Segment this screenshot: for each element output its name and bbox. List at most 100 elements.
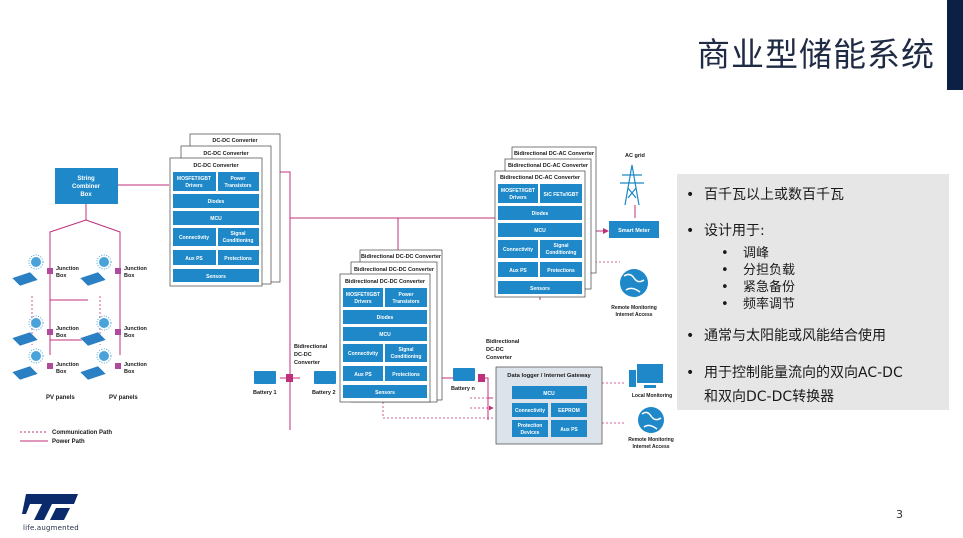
string-combiner-label-2: Combiner (72, 184, 101, 190)
junction-box-label: Junction (56, 362, 80, 368)
svg-text:DC-DC: DC-DC (294, 352, 312, 358)
ac-grid-label: AC grid (625, 153, 645, 159)
svg-text:Protections: Protections (224, 256, 252, 262)
battery-icon (453, 368, 475, 381)
svg-text:EEPROM: EEPROM (558, 408, 580, 414)
bidirectional-labels: Bidirectional DC-DC Converter Bidirectio… (294, 339, 520, 366)
svg-text:Sensors: Sensors (530, 286, 550, 292)
junction-box-label: Box (56, 369, 67, 375)
svg-text:Connectivity: Connectivity (515, 408, 545, 414)
junction-box-icon (115, 329, 121, 335)
sub-bullet-use: •调峰 (721, 246, 770, 261)
junction-box-label: Box (124, 273, 135, 279)
svg-text:Data logger / Internet Gateway: Data logger / Internet Gateway (507, 373, 591, 379)
bullet-capacity: •百千瓦以上或数百千瓦 (686, 187, 844, 203)
svg-text:Bidirectional DC-DC Converter: Bidirectional DC-DC Converter (345, 279, 426, 285)
svg-text:Battery 2: Battery 2 (312, 390, 336, 396)
svg-text:Drivers: Drivers (185, 183, 202, 189)
svg-text:MOSFET/IGBT: MOSFET/IGBT (501, 188, 535, 194)
junction-box-icon (115, 268, 121, 274)
dcdc-stack-title: DC-DC Converter (212, 138, 258, 144)
solar-panel-icon (79, 271, 107, 287)
sub-bullet-use: •分担负载 (721, 263, 796, 278)
bullet-designed-for: •设计用于: (686, 223, 765, 239)
junction-box-label: Junction (56, 326, 80, 332)
transmission-tower-icon (620, 164, 644, 206)
svg-text:Bidirectional DC-AC Converter: Bidirectional DC-AC Converter (514, 151, 595, 157)
junction-box-label: Box (124, 369, 135, 375)
junction-box-label: Junction (124, 266, 148, 272)
svg-text:Signal: Signal (230, 231, 246, 237)
sub-bullet-use: •频率调节 (721, 297, 796, 312)
svg-text:Aux PS: Aux PS (354, 372, 372, 378)
svg-text:Signal: Signal (553, 243, 569, 249)
pv-panels-label: PV panels (109, 395, 138, 401)
svg-text:Aux PS: Aux PS (185, 256, 203, 262)
svg-text:Diodes: Diodes (532, 211, 549, 217)
legend-power-path: Power Path (52, 439, 85, 445)
svg-text:Protection: Protection (518, 423, 543, 429)
converter-node-icon (478, 374, 485, 382)
batteries: Battery 1 Battery 2 Battery n (253, 368, 485, 396)
svg-text:Power: Power (398, 292, 413, 298)
dcdc-converter-stack: DC-DC Converter DC-DC Converter DC-DC Co… (169, 133, 281, 287)
solar-panel-icon (11, 365, 39, 381)
svg-text:SiC FETs/IGBT: SiC FETs/IGBT (544, 192, 579, 198)
svg-text:Remote Monitoring: Remote Monitoring (628, 437, 674, 443)
svg-text:Converter: Converter (486, 355, 513, 361)
solar-panel-icon (79, 365, 107, 381)
legend-communication-path: Communication Path (52, 430, 112, 436)
svg-text:Protections: Protections (547, 268, 575, 274)
junction-box-icon (47, 363, 53, 369)
junction-box-icon (47, 268, 53, 274)
junction-box-label: Box (56, 273, 67, 279)
junction-box-label: Box (56, 333, 67, 339)
svg-text:Internet Access: Internet Access (615, 312, 652, 318)
sun-icon (96, 254, 112, 270)
svg-text:MCU: MCU (210, 216, 222, 222)
svg-text:Conditioning: Conditioning (223, 238, 254, 244)
logo-tagline: life.augmented (23, 524, 79, 532)
bidirectional-dcdc-stack: Bidirectional DC-DC Converter Bidirectio… (339, 249, 443, 403)
svg-text:Connectivity: Connectivity (348, 351, 378, 357)
sub-bullet-use: •紧急备份 (721, 280, 796, 295)
svg-text:MCU: MCU (379, 332, 391, 338)
solar-panel-icon (79, 331, 107, 347)
junction-box-icon (115, 363, 121, 369)
svg-text:Drivers: Drivers (354, 299, 371, 305)
smart-meter (609, 221, 659, 238)
pv-panels-label: PV panels (46, 395, 75, 401)
svg-text:Internet Access: Internet Access (632, 444, 669, 450)
junction-box-label: Junction (124, 326, 148, 332)
st-logo (22, 490, 82, 526)
svg-text:MCU: MCU (534, 228, 546, 234)
sun-icon (96, 348, 112, 364)
svg-text:Bidirectional DC-DC Converter: Bidirectional DC-DC Converter (361, 254, 442, 260)
svg-text:Aux PS: Aux PS (509, 268, 527, 274)
svg-text:Battery n: Battery n (451, 386, 475, 392)
bullet-combined: •通常与太阳能或风能结合使用 (686, 328, 886, 344)
svg-text:Remote Monitoring: Remote Monitoring (611, 305, 657, 311)
sun-icon (28, 315, 44, 331)
svg-text:Converter: Converter (294, 360, 321, 366)
svg-text:Aux PS: Aux PS (560, 427, 578, 433)
bullet-panel: •百千瓦以上或数百千瓦 •设计用于: •调峰 •分担负载 •紧急备份 •频率调节… (677, 174, 949, 410)
svg-text:Bidirectional DC-DC Converter: Bidirectional DC-DC Converter (354, 267, 435, 273)
svg-text:Signal: Signal (398, 347, 414, 353)
svg-text:Bidirectional: Bidirectional (294, 344, 328, 350)
junction-box-label: Box (124, 333, 135, 339)
svg-text:Battery 1: Battery 1 (253, 390, 277, 396)
svg-text:Diodes: Diodes (208, 199, 225, 205)
svg-text:DC-DC: DC-DC (486, 347, 504, 353)
accent-bar (947, 0, 963, 90)
sun-icon (28, 254, 44, 270)
svg-text:Devices: Devices (521, 430, 540, 436)
sun-icon (28, 348, 44, 364)
string-combiner-label-1: String (77, 176, 95, 182)
svg-text:Diodes: Diodes (377, 315, 394, 321)
svg-text:Power: Power (230, 176, 245, 182)
legend: Communication Path Power Path (20, 430, 112, 445)
svg-text:MOSFET/IGBT: MOSFET/IGBT (346, 292, 380, 298)
pv-array: Junction Box Junction Box Junction Box J… (11, 254, 148, 401)
battery-icon (254, 371, 276, 384)
